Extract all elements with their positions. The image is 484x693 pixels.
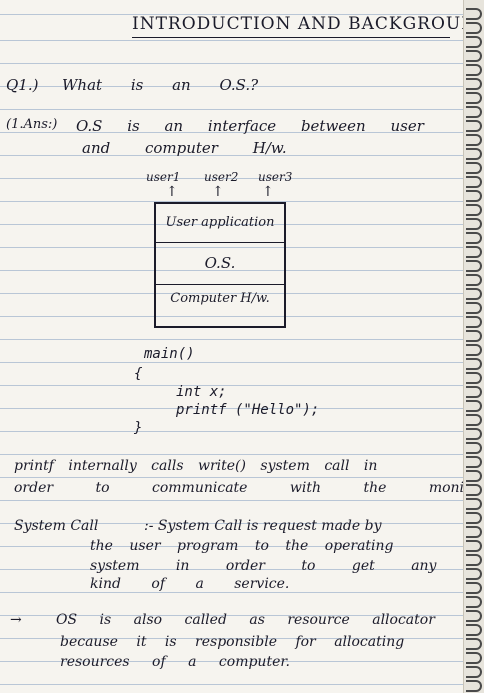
layer-os: O.S. (156, 242, 284, 285)
os-note-line-2: because it is responsible for allocating (60, 634, 405, 650)
page-title: INTRODUCTION AND BACKGROUND (132, 14, 484, 34)
spiral-ring (466, 120, 482, 132)
system-call-def-line-1: :- System Call is request made by (144, 518, 382, 534)
system-call-def-line-2: the user program to the operating (90, 538, 394, 554)
up-arrow-icon: ↑ (212, 184, 224, 200)
os-note-line-3: resources of a computer. (60, 654, 290, 670)
system-call-def-line-4: kind of a service. (90, 576, 290, 592)
spiral-ring (466, 190, 482, 202)
spiral-ring (466, 246, 482, 258)
spiral-ring (466, 512, 482, 524)
spiral-ring (466, 134, 482, 146)
user-label-2: user2 (204, 170, 239, 184)
user-label-1: user1 (146, 170, 181, 184)
spiral-ring (466, 400, 482, 412)
spiral-ring (466, 148, 482, 160)
answer-line-2: and computer H/w. (82, 139, 287, 157)
spiral-ring (466, 92, 482, 104)
up-arrow-icon: ↑ (262, 184, 274, 200)
question-text: What is an O.S.? (62, 76, 259, 94)
spiral-ring (466, 526, 482, 538)
spiral-ring (466, 50, 482, 62)
os-layer-diagram: User application O.S. Computer H/w. (154, 202, 286, 328)
spiral-ring (466, 470, 482, 482)
spiral-ring (466, 680, 482, 692)
spiral-ring (466, 484, 482, 496)
spiral-ring (466, 8, 482, 20)
system-call-term: System Call (14, 518, 99, 534)
spiral-ring (466, 78, 482, 90)
code-close-brace: } (134, 420, 143, 436)
spiral-ring (466, 638, 482, 650)
spiral-ring (466, 414, 482, 426)
answer-label: (1.Ans:) (6, 117, 58, 132)
spiral-ring (466, 204, 482, 216)
os-note-line-1: OS is also called as resource allocator (56, 612, 435, 628)
layer-computer-hw: Computer H/w. (170, 291, 270, 306)
answer-line-1: O.S is an interface between user (76, 117, 424, 135)
spiral-ring (466, 344, 482, 356)
up-arrow-icon: ↑ (166, 184, 178, 200)
spiral-ring (466, 302, 482, 314)
spiral-ring (466, 316, 482, 328)
spiral-ring (466, 176, 482, 188)
spiral-ring (466, 624, 482, 636)
spiral-ring (466, 428, 482, 440)
spiral-ring (466, 582, 482, 594)
spiral-ring (466, 36, 482, 48)
spiral-ring (466, 540, 482, 552)
spiral-ring (466, 64, 482, 76)
spiral-ring (466, 372, 482, 384)
spiral-ring (466, 568, 482, 580)
spiral-ring (466, 554, 482, 566)
system-call-def-line-3: system in order to get any (90, 558, 437, 574)
spiral-ring (466, 274, 482, 286)
code-line-main: main() (144, 346, 195, 362)
spiral-ring (466, 610, 482, 622)
spiral-ring (466, 288, 482, 300)
spiral-ring (466, 442, 482, 454)
spiral-ring (466, 666, 482, 678)
spiral-ring (466, 106, 482, 118)
spiral-ring (466, 358, 482, 370)
spiral-ring (466, 596, 482, 608)
layer-user-application: User application (156, 204, 284, 243)
code-line-decl: int x; (176, 384, 227, 400)
spiral-ring (466, 22, 482, 34)
spiral-ring (466, 162, 482, 174)
spiral-ring (466, 652, 482, 664)
question-label: Q1.) (6, 76, 39, 94)
code-line-printf: printf ("Hello"); (176, 402, 320, 418)
spiral-ring (466, 260, 482, 272)
notebook-spiral-binding (463, 0, 484, 693)
printf-note-line-1: printf internally calls write() system c… (14, 458, 378, 474)
spiral-ring (466, 218, 482, 230)
spiral-ring (466, 330, 482, 342)
spiral-ring (466, 386, 482, 398)
spiral-ring (466, 456, 482, 468)
title-underline (132, 37, 450, 38)
user-label-3: user3 (258, 170, 293, 184)
spiral-ring (466, 498, 482, 510)
code-open-brace: { (134, 366, 143, 382)
printf-note-line-2: order to communicate with the monitor. (14, 480, 484, 496)
arrow-bullet-icon: → (10, 612, 22, 628)
spiral-ring (466, 232, 482, 244)
